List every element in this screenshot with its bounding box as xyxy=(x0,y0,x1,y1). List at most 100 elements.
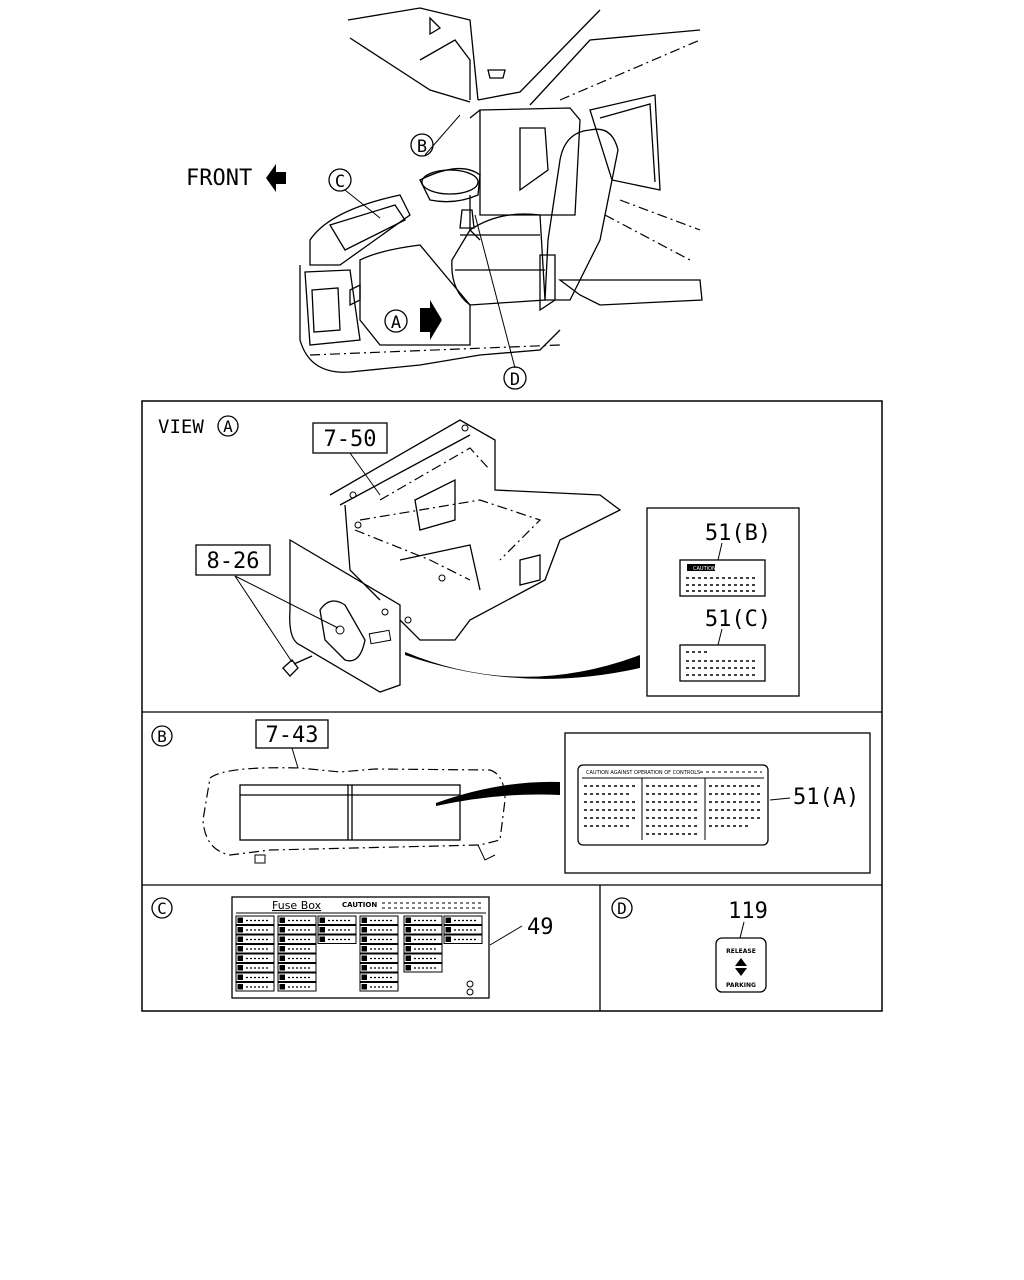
fuse-slot-marker xyxy=(361,974,367,980)
fuse-slot xyxy=(235,982,275,992)
fuse-slot xyxy=(359,944,399,954)
fuse-slot-marker xyxy=(361,955,367,961)
part-8-26: 8-26 xyxy=(207,549,260,574)
fuse-slot xyxy=(403,934,443,944)
fuse-slot xyxy=(235,963,275,973)
fuse-slot-marker xyxy=(279,974,285,980)
svg-text:D: D xyxy=(510,370,520,390)
fuse-slot-marker xyxy=(237,927,243,933)
front-label: FRONT xyxy=(186,166,252,191)
fuse-slot-marker xyxy=(361,946,367,952)
fuse-slot-marker xyxy=(237,974,243,980)
caution-tag: CAUTION xyxy=(693,566,716,572)
fuse-slot-marker xyxy=(405,936,411,942)
fuse-slot xyxy=(277,972,317,982)
fuse-slot-marker xyxy=(445,936,451,942)
fuse-slot xyxy=(317,915,357,925)
label-51a: 51(A) xyxy=(793,785,859,810)
fuse-slot xyxy=(317,934,357,944)
fuse-slot xyxy=(235,915,275,925)
fuse-slot-marker xyxy=(279,965,285,971)
fuse-slot xyxy=(443,934,483,944)
fuse-box-title: Fuse Box xyxy=(272,899,322,912)
fuse-slot xyxy=(235,925,275,935)
fuse-slot-marker xyxy=(405,917,411,923)
switch-release-label: RELEASE xyxy=(726,948,756,955)
down-arrow-icon xyxy=(735,968,747,976)
front-arrow-icon xyxy=(266,164,286,192)
fuse-slot xyxy=(277,934,317,944)
panel-c-letter: C xyxy=(157,899,167,918)
label-51a-header: CAUTION AGAINST OPERATION OF CONTROLS xyxy=(586,770,700,776)
fuse-slot xyxy=(403,915,443,925)
fuse-slot-marker xyxy=(405,946,411,952)
fuse-slot-marker xyxy=(279,936,285,942)
detail-frame xyxy=(141,400,883,1012)
fuse-slot xyxy=(277,963,317,973)
fuse-slot-marker xyxy=(279,917,285,923)
callout-c-top: C xyxy=(328,168,352,192)
fuse-slot-marker xyxy=(405,965,411,971)
fuse-slot xyxy=(277,953,317,963)
fuse-slot xyxy=(443,925,483,935)
fuse-slot-marker xyxy=(279,946,285,952)
fuse-slot xyxy=(235,953,275,963)
panel-b: B 7-43 CAUTION AGAINST OPERATION OF CONT… xyxy=(151,719,871,874)
fuse-slot xyxy=(317,925,357,935)
part-49: 49 xyxy=(527,915,554,940)
part-119: 119 xyxy=(728,899,768,924)
fuse-slot-marker xyxy=(445,927,451,933)
switch-parking-label: PARKING xyxy=(726,982,756,989)
fuse-slot-marker xyxy=(361,927,367,933)
fuse-slot-marker xyxy=(361,936,367,942)
fuse-slot-marker xyxy=(361,965,367,971)
svg-text:C: C xyxy=(335,172,345,192)
label-51c: 51(C) xyxy=(705,607,771,632)
fuse-slot xyxy=(235,972,275,982)
svg-text:A: A xyxy=(391,313,401,333)
label-51a-body xyxy=(584,785,760,835)
callout-a-top: A xyxy=(384,309,408,333)
fuse-slot xyxy=(277,915,317,925)
fuse-slot xyxy=(235,934,275,944)
up-arrow-icon xyxy=(735,958,747,966)
panel-c: C Fuse Box CAUTION 49 xyxy=(151,896,554,999)
fuse-slot-marker xyxy=(319,936,325,942)
fuse-slot-marker xyxy=(237,955,243,961)
fuse-slot-marker xyxy=(405,927,411,933)
fuse-slot xyxy=(403,944,443,954)
callout-d-top: D xyxy=(503,366,527,390)
fuse-slot xyxy=(359,972,399,982)
fuse-slot-marker xyxy=(279,955,285,961)
fuse-slot xyxy=(403,953,443,963)
fuse-slot xyxy=(359,953,399,963)
fuse-slot xyxy=(443,915,483,925)
fuse-slot-marker xyxy=(445,917,451,923)
fuse-slot-marker xyxy=(361,984,367,990)
part-7-43: 7-43 xyxy=(266,723,319,748)
fuse-slot-marker xyxy=(319,927,325,933)
fuse-slot xyxy=(359,915,399,925)
fuse-slot-marker xyxy=(237,936,243,942)
fuse-slot-marker xyxy=(319,917,325,923)
fuse-grid xyxy=(235,915,483,992)
callout-b-top: B xyxy=(410,133,434,157)
fuse-slot-marker xyxy=(279,927,285,933)
fuse-slot xyxy=(277,925,317,935)
fuse-caution: CAUTION xyxy=(342,901,377,909)
label-51b: 51(B) xyxy=(705,521,771,546)
panel-b-letter: B xyxy=(157,727,167,746)
fuse-slot-marker xyxy=(237,917,243,923)
fuse-slot-marker xyxy=(237,946,243,952)
panel-d: D 119 RELEASE PARKING xyxy=(611,897,768,993)
fuse-slot xyxy=(359,925,399,935)
fuse-slot xyxy=(277,944,317,954)
fuse-slot-marker xyxy=(405,955,411,961)
fuse-slot xyxy=(277,982,317,992)
view-letter: A xyxy=(223,417,233,436)
cab-interior-illustration xyxy=(299,7,703,373)
view-label: VIEW xyxy=(158,416,204,438)
fuse-slot-marker xyxy=(361,917,367,923)
fuse-slot xyxy=(235,944,275,954)
